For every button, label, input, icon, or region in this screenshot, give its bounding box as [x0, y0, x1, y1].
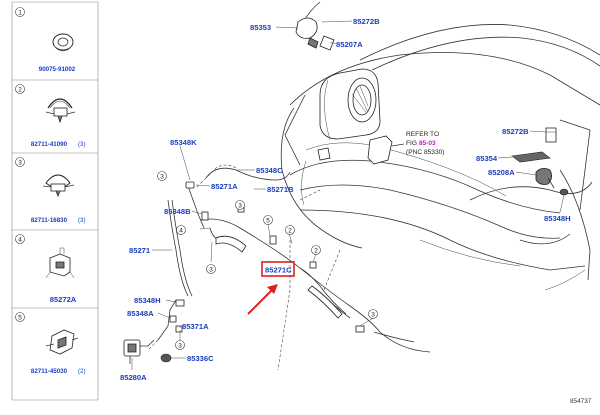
svg-text:4: 4 [179, 227, 183, 234]
callout-85271C[interactable]: 85271C [265, 266, 292, 275]
legend-item-number: 1 [18, 9, 22, 16]
connector-clip-icon [45, 329, 79, 355]
callout-85271B[interactable]: 85271B [267, 185, 294, 194]
callout-85371A[interactable]: 85371A [182, 322, 209, 331]
svg-text:2: 2 [314, 247, 318, 254]
svg-text:3: 3 [209, 266, 213, 273]
legend-item-number: 4 [18, 236, 22, 243]
svg-text:3: 3 [178, 342, 182, 349]
vehicle-body-outline [280, 1, 600, 291]
grommet-icon [52, 33, 74, 52]
diagram-number-3c: 3 [235, 200, 245, 210]
svg-text:3: 3 [160, 173, 164, 180]
callout-85272B-right[interactable]: 85272B [502, 127, 529, 136]
reference-fig-link[interactable]: 85-03 [419, 140, 436, 147]
reference-note[interactable]: REFER TO FIG 85-03 (PNC 85330) [406, 131, 444, 156]
callout-85271[interactable]: 85271 [129, 246, 151, 255]
reference-line-2: FIG 85-03 [406, 140, 436, 147]
reference-line-1: REFER TO [406, 131, 439, 138]
legend-part-number: 82711-45030 [31, 368, 68, 375]
legend-item-2[interactable]: 2 82711-41090 (3) [15, 84, 86, 149]
nozzle-85208A-icon [535, 168, 555, 189]
legend-part-number: 85272A [50, 295, 77, 304]
nozzle-85354-icon [511, 151, 551, 163]
callout-85348C[interactable]: 85348C [256, 166, 283, 175]
callout-85271A[interactable]: 85271A [211, 182, 238, 191]
diagram-number-3a: 3 [157, 171, 167, 181]
grommet-85336C-icon [160, 353, 172, 363]
check-valve-85348H-right-icon [559, 188, 569, 196]
svg-text:2: 2 [288, 227, 292, 234]
washer-nozzle-85272B-icon [545, 127, 557, 143]
reference-line-3: (PNC 85330) [406, 149, 444, 156]
washer-hose-routing [147, 164, 431, 371]
legend-panel [11, 1, 99, 401]
callout-85280A[interactable]: 85280A [120, 373, 147, 382]
diagram-number-4: 4 [176, 225, 186, 235]
legend-item-number: 5 [18, 314, 22, 321]
svg-text:3: 3 [238, 202, 242, 209]
legend-quantity: (2) [78, 368, 86, 375]
legend-part-number: 82711-41090 [31, 141, 68, 148]
highlighted-callout-85271C[interactable]: 85271C [261, 261, 295, 277]
callout-85208A[interactable]: 85208A [488, 168, 515, 177]
bracket-icon [45, 247, 75, 279]
reference-bracket-icon [367, 135, 405, 165]
clip-icon [42, 174, 75, 198]
svg-text:3: 3 [371, 311, 375, 318]
svg-text:5: 5 [266, 217, 270, 224]
legend-item-number: 3 [18, 159, 22, 166]
nozzle-85353-icon [295, 17, 319, 49]
diagram-number-3e: 3 [175, 340, 185, 350]
legend-item-1[interactable]: 1 90075-91002 [15, 7, 76, 74]
legend-item-4[interactable]: 4 85272A [15, 234, 77, 305]
callout-85348H-left[interactable]: 85348H [134, 296, 161, 305]
callout-85207A[interactable]: 85207A [336, 40, 363, 49]
legend-item-number: 2 [18, 86, 22, 93]
red-arrow-icon [247, 284, 278, 315]
legend-part-number: 82711-16830 [31, 217, 68, 224]
legend-item-3[interactable]: 3 82711-16830 (3) [15, 157, 86, 225]
legend-part-number: 90075-91002 [39, 66, 76, 73]
diagram-number-3d: 3 [368, 309, 378, 319]
diagram-number-3b: 3 [206, 264, 216, 274]
legend-quantity: (3) [78, 141, 86, 148]
nozzle-85207A-icon [319, 35, 335, 51]
figure-id: 854737 [570, 398, 592, 405]
callout-85354[interactable]: 85354 [476, 154, 498, 163]
legend-quantity: (3) [78, 217, 86, 224]
washer-pump-85280A-icon [123, 339, 155, 364]
legend-item-5[interactable]: 5 82711-45030 (2) [15, 312, 86, 376]
washer-reservoir-assembly [317, 68, 381, 161]
callout-85348B[interactable]: 85348B [164, 207, 191, 216]
callout-85336C[interactable]: 85336C [187, 354, 214, 363]
callout-85348H-right[interactable]: 85348H [544, 214, 571, 223]
clamp-icon [45, 98, 76, 124]
diagram-number-2a: 2 [285, 225, 295, 235]
callout-85348K[interactable]: 85348K [170, 138, 197, 147]
callout-85348A[interactable]: 85348A [127, 309, 154, 318]
callout-85272B-top[interactable]: 85272B [353, 17, 380, 26]
diagram-number-5: 5 [263, 215, 273, 225]
callout-85353[interactable]: 85353 [250, 23, 271, 32]
diagram-number-2b: 2 [311, 245, 321, 255]
